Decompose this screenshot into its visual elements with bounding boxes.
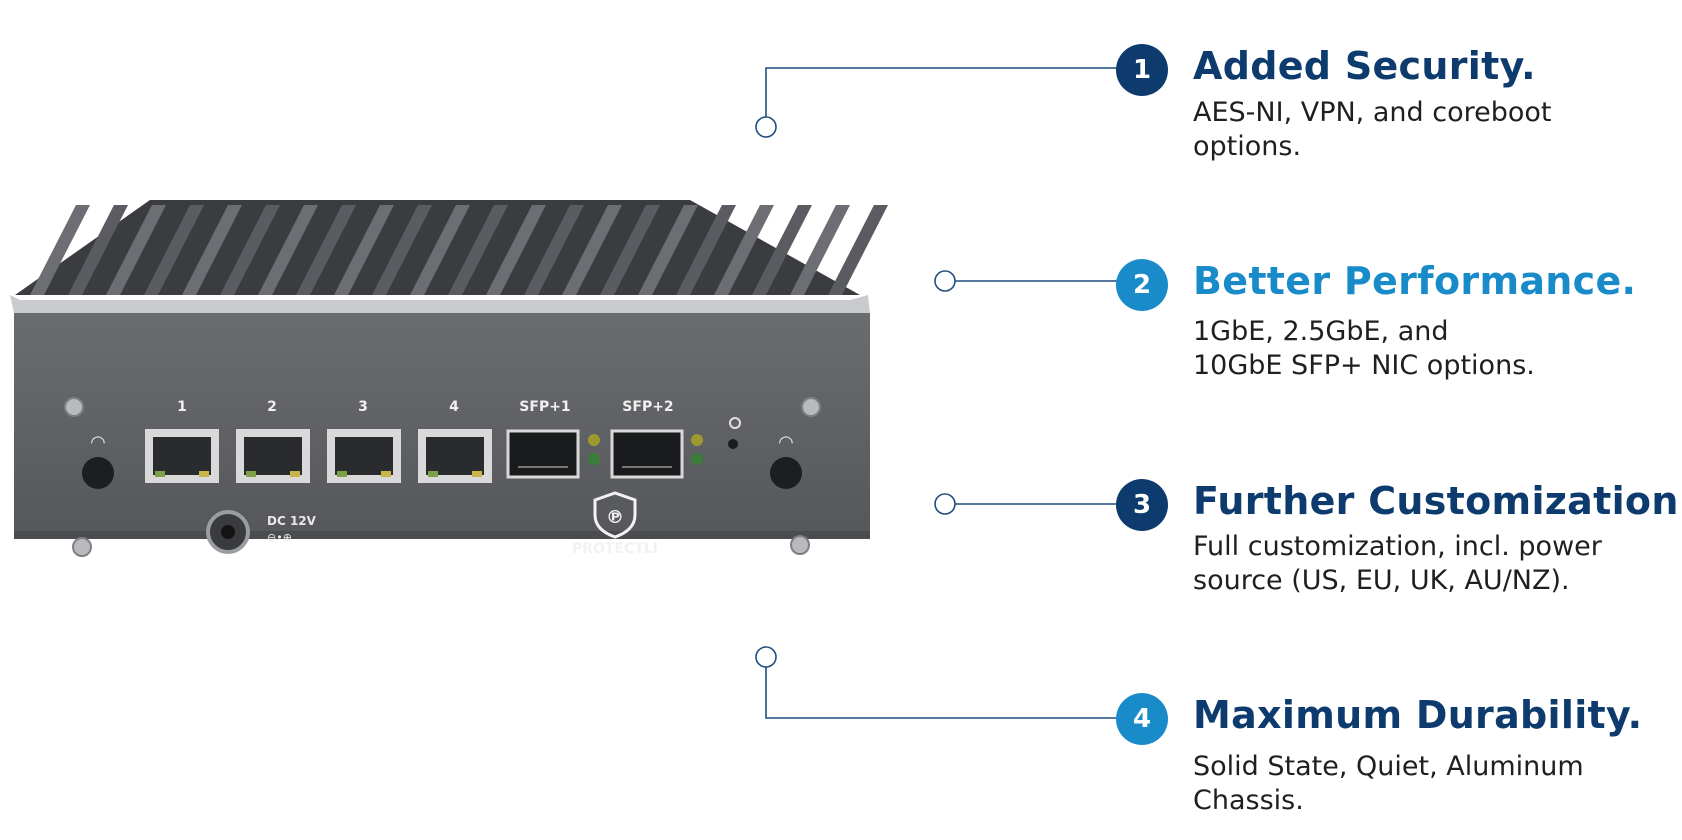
- heatsink-fins: [30, 205, 888, 295]
- feature-3-number-badge: 3: [1116, 479, 1168, 531]
- ethernet-port-socket: [244, 437, 302, 475]
- ethernet-port-socket: [335, 437, 393, 475]
- protectli-logo-mark: ℗: [606, 507, 624, 528]
- feature-1-description: AES-NI, VPN, and coreboot options.: [1193, 97, 1552, 162]
- heatsink-fin: [638, 205, 698, 295]
- brand-label: PROTECTLI: [572, 541, 658, 557]
- dc-label: DC 12V: [267, 514, 317, 528]
- callout-anchor-2: [934, 270, 956, 292]
- heatsink-fin: [714, 205, 774, 295]
- reset-button: [728, 439, 738, 449]
- feature-1-number-badge: 1: [1116, 44, 1168, 96]
- protectli-device-illustration: ◠ ◠ 1 2 3 4 SFP+1 SFP+2 DC 12V ⊖•⊕ ℗ PRO…: [10, 200, 888, 557]
- heatsink-fin: [182, 205, 242, 295]
- port-label-sfp2: SFP+2: [622, 399, 673, 415]
- dc-power-jack-pin: [221, 525, 235, 539]
- heatsink-fin: [410, 205, 470, 295]
- ethernet-port: [145, 429, 219, 483]
- wifi-icon: ◠: [778, 432, 794, 453]
- port-label-3: 3: [358, 399, 368, 415]
- heatsink-fin: [30, 205, 90, 295]
- ethernet-port-led: [155, 471, 165, 477]
- feature-4-title: Maximum Durability.: [1193, 693, 1643, 737]
- ethernet-port-led: [428, 471, 438, 477]
- feature-3-title: Further Customization.: [1193, 479, 1682, 523]
- port-label-2: 2: [267, 399, 277, 415]
- ethernet-port-socket: [426, 437, 484, 475]
- protectli-shield-logo: [593, 491, 637, 539]
- ethernet-port-led: [381, 471, 391, 477]
- heatsink-fin: [106, 205, 166, 295]
- heatsink-fin: [334, 205, 394, 295]
- ethernet-port: [236, 429, 310, 483]
- heatsink-fin: [828, 205, 888, 295]
- ethernet-port-led: [199, 471, 209, 477]
- screw: [72, 537, 92, 557]
- heatsink-fin: [220, 205, 280, 295]
- callout-line-1: [765, 67, 1120, 125]
- heatsink-fin: [296, 205, 356, 295]
- antenna-port-right: [770, 457, 802, 489]
- power-indicator: [729, 417, 741, 429]
- status-led: [691, 453, 703, 465]
- ethernet-port-led: [290, 471, 300, 477]
- port-label-4: 4: [449, 399, 459, 415]
- heatsink-fin: [68, 205, 128, 295]
- callout-anchor-4: [755, 646, 777, 668]
- feature-2-description: 1GbE, 2.5GbE, and 10GbE SFP+ NIC options…: [1193, 316, 1535, 381]
- feature-3-description: Full customization, incl. power source (…: [1193, 531, 1602, 596]
- heatsink-fin: [448, 205, 508, 295]
- chassis-rim: [10, 295, 870, 313]
- ethernet-port-socket: [153, 437, 211, 475]
- dc-polarity-label: ⊖•⊕: [267, 531, 292, 544]
- front-panel: [14, 313, 870, 538]
- callout-anchor-1: [755, 116, 777, 138]
- heatsink-fin: [752, 205, 812, 295]
- heatsink-fin: [258, 205, 318, 295]
- feature-2-number-badge: 2: [1116, 259, 1168, 311]
- ethernet-port: [327, 429, 401, 483]
- port-label-1: 1: [177, 399, 187, 415]
- feature-2-title: Better Performance.: [1193, 259, 1637, 303]
- ethernet-port: [418, 429, 492, 483]
- port-label-sfp1: SFP+1: [519, 399, 570, 415]
- heatsink-fin: [144, 205, 204, 295]
- heatsink-fin: [600, 205, 660, 295]
- sfp-port-2: [610, 429, 684, 479]
- ethernet-port-led: [246, 471, 256, 477]
- feature-4-number-badge: 4: [1116, 693, 1168, 745]
- ethernet-port-led: [472, 471, 482, 477]
- ethernet-port-led: [337, 471, 347, 477]
- feature-4-description: Solid State, Quiet, Aluminum Chassis.: [1193, 751, 1584, 816]
- sfp-port-1: [506, 429, 580, 479]
- heatsink-fin: [372, 205, 432, 295]
- heatsink-fin: [676, 205, 736, 295]
- heatsink-fin: [562, 205, 622, 295]
- screw: [790, 535, 810, 555]
- callout-anchor-3: [934, 493, 956, 515]
- status-led: [588, 434, 600, 446]
- screw: [64, 397, 84, 417]
- wifi-icon: ◠: [90, 432, 106, 453]
- ethernet-ports: [145, 429, 492, 483]
- feature-1-title: Added Security.: [1193, 44, 1536, 88]
- status-led: [691, 434, 703, 446]
- callout-line-4: [765, 663, 1120, 719]
- heatsink-fin: [486, 205, 546, 295]
- status-led: [588, 453, 600, 465]
- heatsink-fin: [790, 205, 850, 295]
- screw: [801, 397, 821, 417]
- front-panel-bottom-edge: [14, 531, 870, 539]
- heatsink-fin: [524, 205, 584, 295]
- antenna-port-left: [82, 457, 114, 489]
